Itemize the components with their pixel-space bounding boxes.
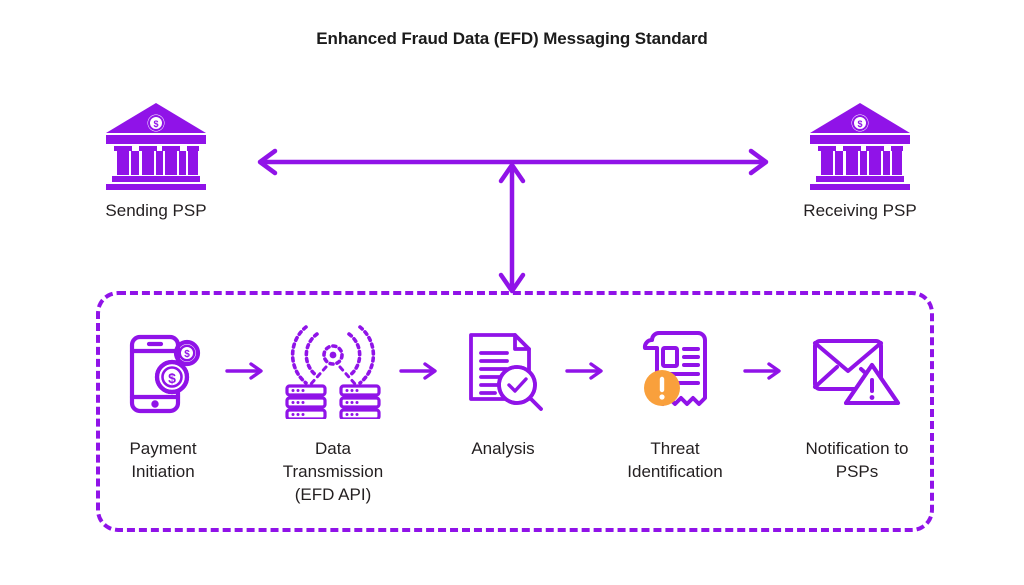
receipt-alert-icon: [630, 319, 720, 423]
right-arrow-icon: [563, 319, 609, 423]
svg-text:$: $: [168, 370, 176, 386]
process-container: [96, 291, 934, 532]
svg-text:$: $: [153, 119, 158, 129]
double-headed-vertical-arrow-icon: [498, 162, 526, 294]
document-magnifier-check-icon: [459, 319, 547, 423]
step-label: Data Transmission (EFD API): [282, 439, 384, 504]
page-title: Enhanced Fraud Data (EFD) Messaging Stan…: [316, 29, 708, 48]
bank-icon: $: [106, 103, 206, 190]
step-notification-to-psps[interactable]: Notification to PSPs: [787, 291, 927, 483]
receiving-psp-label: Receiving PSP: [803, 201, 917, 220]
right-arrow-icon: [741, 319, 787, 423]
step-threat-identification[interactable]: Threat Identification: [609, 291, 741, 483]
step-data-transmission[interactable]: Data Transmission (EFD API): [269, 291, 397, 506]
step-label: Analysis: [471, 439, 535, 458]
step-label: Payment Initiation: [129, 439, 197, 481]
sending-psp-label: Sending PSP: [105, 201, 207, 220]
right-arrow-icon: [223, 319, 269, 423]
double-headed-horizontal-arrow-icon: [257, 148, 769, 176]
svg-text:$: $: [857, 119, 862, 129]
process-pipeline: $ $ Payment Initiation: [96, 291, 934, 532]
wireless-servers-icon: [281, 319, 385, 423]
bank-icon: $: [810, 103, 910, 190]
mobile-payment-icon: $ $: [120, 319, 206, 423]
envelope-warning-icon: [809, 319, 905, 423]
step-label: Notification to PSPs: [805, 439, 909, 481]
right-arrow-icon: [397, 319, 443, 423]
sending-psp-node: $ Sending PSP: [66, 100, 246, 221]
svg-text:$: $: [184, 349, 190, 360]
step-analysis[interactable]: Analysis: [443, 291, 563, 460]
step-payment-initiation[interactable]: $ $ Payment Initiation: [103, 291, 223, 483]
step-label: Threat Identification: [627, 439, 723, 481]
receiving-psp-node: $ Receiving PSP: [770, 100, 950, 221]
